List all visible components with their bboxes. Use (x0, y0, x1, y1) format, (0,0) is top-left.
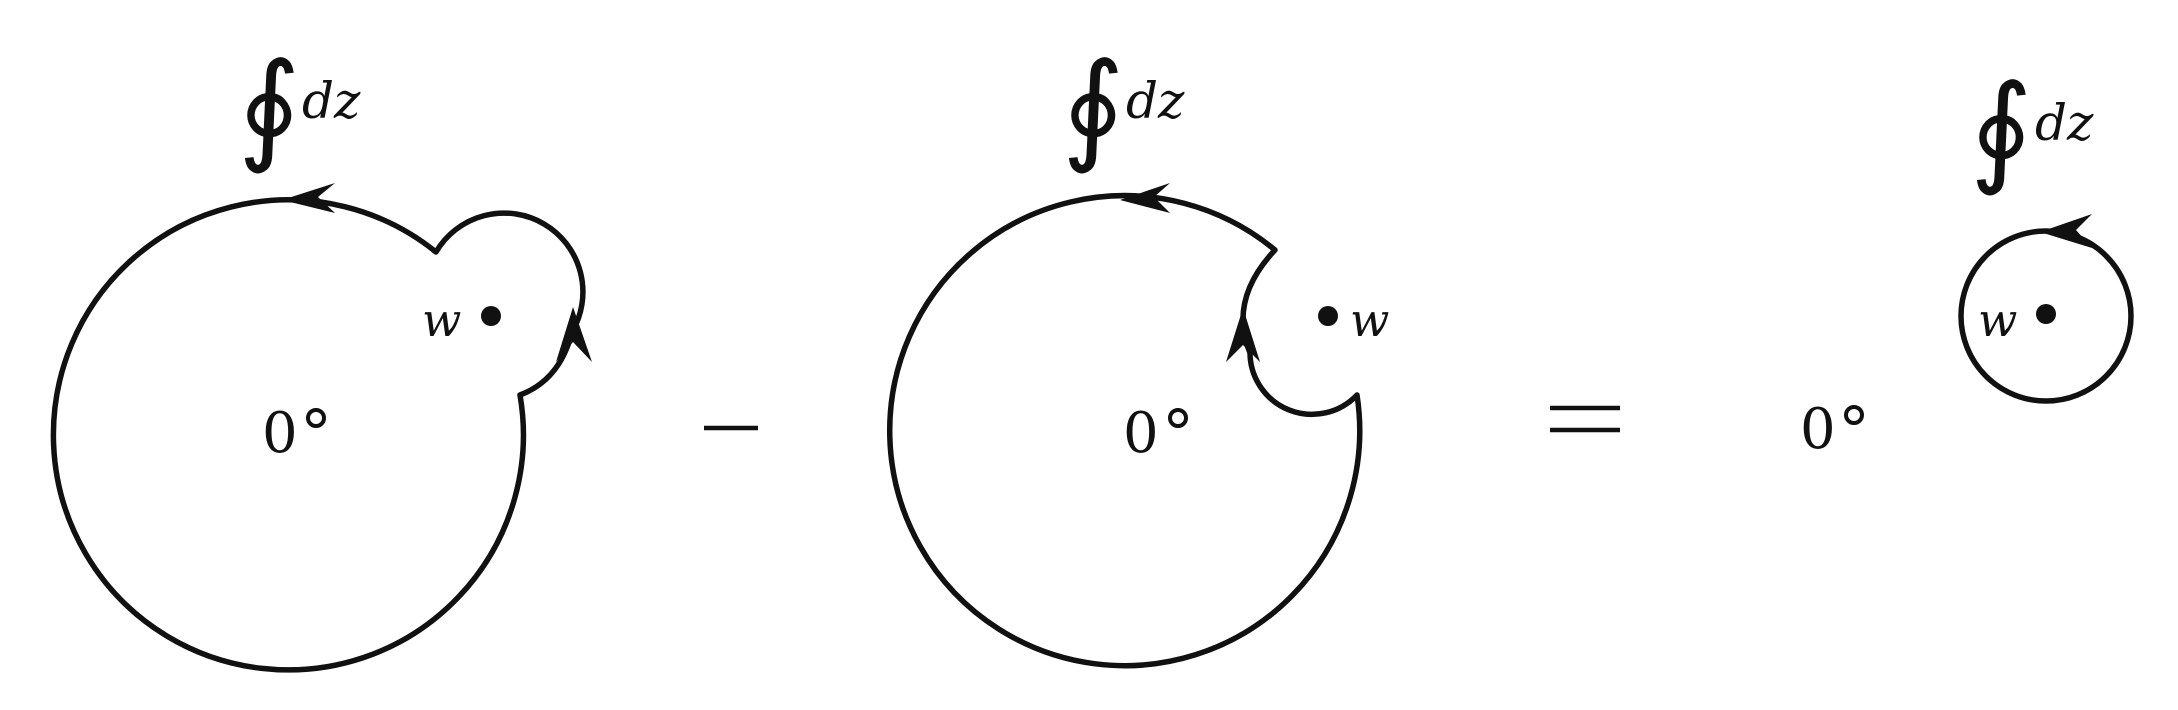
panel-1-origin-label: 0 (262, 401, 298, 466)
panel-2-integral-label: dz (1126, 72, 1185, 130)
panel-2-pole-label: w (1350, 293, 1389, 347)
panel-1-contour (50, 197, 586, 673)
panel-1: ∮ dz w 0 (50, 38, 592, 673)
panel-1-pole-dot (481, 306, 501, 326)
panel-2-pole-dot (1318, 306, 1338, 326)
panel-3-integral-sign: ∮ (1970, 60, 2033, 199)
panel-3-integral-label: dz (2035, 94, 2094, 152)
panel-3-arrow-top (2040, 214, 2092, 248)
panel-3-pole-dot (2036, 304, 2056, 324)
panel-3-pole-label: w (1978, 293, 2017, 347)
panel-1-origin-marker (306, 408, 326, 428)
panel-3-origin-label: 0 (1800, 397, 1836, 462)
panel-1-integral-label: dz (302, 72, 361, 130)
panel-1-arrow-top (282, 183, 335, 213)
panel-1-arrow-right (556, 307, 592, 362)
panel-3: ∮ dz w 0 (1800, 60, 2134, 462)
panel-2-origin-label: 0 (1123, 401, 1159, 466)
panel-3-origin-marker (1844, 405, 1864, 425)
panel-2-arrow-left (1226, 308, 1260, 362)
panel-2-integral-sign: ∮ (1062, 38, 1125, 177)
panel-2-origin-marker (1168, 408, 1188, 428)
panel-1-pole-label: w (422, 293, 461, 347)
panel-2: ∮ dz w 0 (886, 38, 1389, 669)
panel-1-integral-sign: ∮ (238, 38, 301, 177)
panel-2-contour (886, 192, 1363, 669)
panel-2-arrow-top (1120, 183, 1170, 213)
